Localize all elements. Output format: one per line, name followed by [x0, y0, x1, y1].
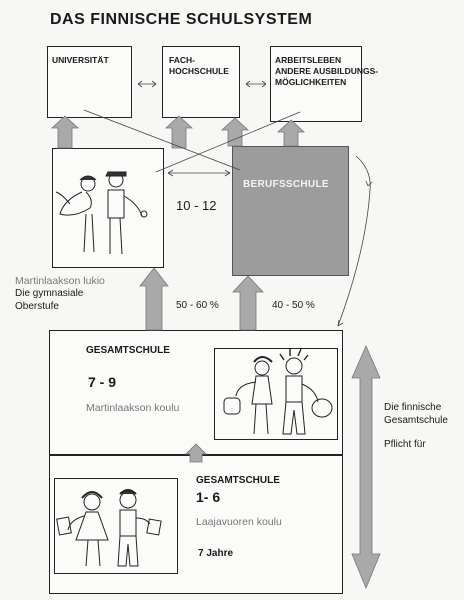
- upper-kids-drawing: [223, 348, 333, 435]
- arbeitsleben-label-3: MÖGLICHKEITEN: [275, 77, 347, 87]
- universitaet-label: UNIVERSITÄT: [52, 55, 109, 65]
- arbeitsleben-label-2: ANDERE AUSBILDUNGS-: [275, 66, 379, 76]
- arrow-to-arbeitsleben-1: [220, 117, 250, 147]
- percent-berufsschule: 40 - 50 %: [272, 300, 315, 311]
- lukio-kids-drawing: [55, 171, 148, 255]
- gesamtschule-lower-label: GESAMTSCHULE: [196, 475, 280, 486]
- arrow-to-berufsschule: [232, 275, 264, 331]
- berufsschule-label: BERUFSSCHULE: [243, 179, 329, 190]
- side-note-3: Pflicht für: [384, 439, 426, 450]
- percent-lukio: 50 - 60 %: [176, 300, 219, 311]
- grades-10-12: 10 - 12: [176, 198, 217, 213]
- lower-picture-frame: [54, 478, 178, 574]
- lower-kids-drawing: [56, 489, 162, 567]
- fachhochschule-label-2: HOCHSCHULE: [169, 66, 229, 76]
- arrow-lower-to-upper: [185, 443, 207, 463]
- double-arrow-pflicht: [351, 345, 381, 590]
- lukio-school-name: Martinlaakson lukio: [15, 275, 105, 287]
- grades-7-9: 7 - 9: [88, 374, 117, 390]
- cross-line-1: [83, 109, 241, 171]
- lukio-description-1: Die gymnasiale: [15, 288, 84, 299]
- lukio-description-2: Oberstufe: [15, 301, 59, 312]
- arbeitsleben-box: ARBEITSLEBEN ANDERE AUSBILDUNGS- MÖGLICH…: [270, 46, 378, 122]
- gesamtschule-upper-label: GESAMTSCHULE: [86, 345, 170, 356]
- lower-school-name: Laajavuoren koulu: [196, 516, 282, 528]
- fachhochschule-box: FACH- HOCHSCHULE: [162, 46, 240, 118]
- arrow-to-arbeitsleben-2: [276, 119, 306, 147]
- universitaet-box: UNIVERSITÄT: [47, 46, 132, 118]
- side-note-1: Die finnische: [384, 402, 442, 413]
- grades-1-6: 1- 6: [196, 489, 221, 505]
- side-connector: [337, 155, 371, 327]
- berufsschule-box: BERUFSSCHULE: [232, 146, 349, 276]
- page-title: DAS FINNISCHE SCHULSYSTEM: [50, 11, 313, 28]
- upper-school-name: Martinlaakson koulu: [86, 402, 180, 414]
- cross-line-2: [155, 111, 301, 173]
- years-label: 7 Jahre: [198, 548, 234, 559]
- arrow-to-universitaet: [50, 115, 80, 149]
- side-note-2: Gesamtschule: [384, 415, 448, 426]
- arrow-to-lukio: [139, 267, 169, 331]
- arbeitsleben-label-1: ARBEITSLEBEN: [275, 55, 342, 65]
- fachhochschule-label-1: FACH-: [169, 55, 195, 65]
- arrow-to-fachhochschule: [164, 115, 194, 149]
- upper-picture-frame: [214, 348, 338, 440]
